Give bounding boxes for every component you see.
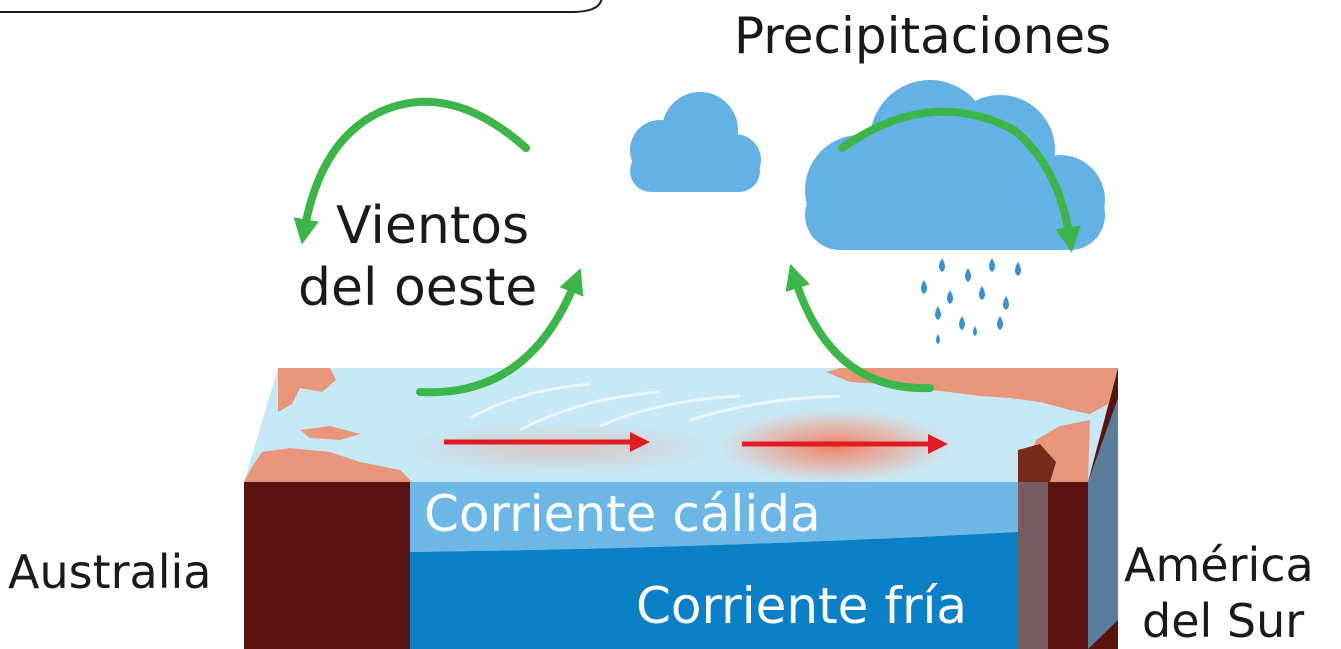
rain-drops: [921, 258, 1021, 344]
wind-arrow-right-lower: [785, 263, 934, 393]
cold-current-label: Corriente fría: [636, 577, 968, 635]
australia-land-top: [244, 368, 412, 482]
australia-label: Australia: [8, 545, 212, 599]
surface-ripples: [469, 382, 841, 432]
callout-frame: [0, 0, 603, 13]
warm-layer: [410, 482, 1018, 552]
wind-arrow-right-upper: [838, 107, 1081, 253]
americas-land-top: [826, 368, 1118, 414]
rain-cloud: [805, 80, 1105, 250]
cold-layer: [410, 532, 1018, 649]
wind-arrow-left-upper: [293, 97, 530, 245]
winds-label-line2: del oeste: [298, 258, 538, 318]
translucent-wall-right: [1018, 482, 1048, 649]
small-cloud: [630, 92, 761, 192]
america-label-line2: del Sur: [1142, 594, 1305, 648]
australia-block: [244, 482, 410, 649]
winds-label-line1: Vientos: [336, 196, 530, 256]
america-label-line1: América: [1124, 538, 1314, 592]
rain-label: Precipitaciones: [734, 7, 1112, 65]
cool-spot: [400, 422, 720, 474]
wind-arrows: [293, 97, 1081, 397]
coast-cliff: [1018, 444, 1056, 482]
warm-current-label: Corriente cálida: [424, 485, 821, 543]
ocean-side: [1088, 398, 1118, 649]
wind-arrow-left-lower: [416, 268, 584, 397]
